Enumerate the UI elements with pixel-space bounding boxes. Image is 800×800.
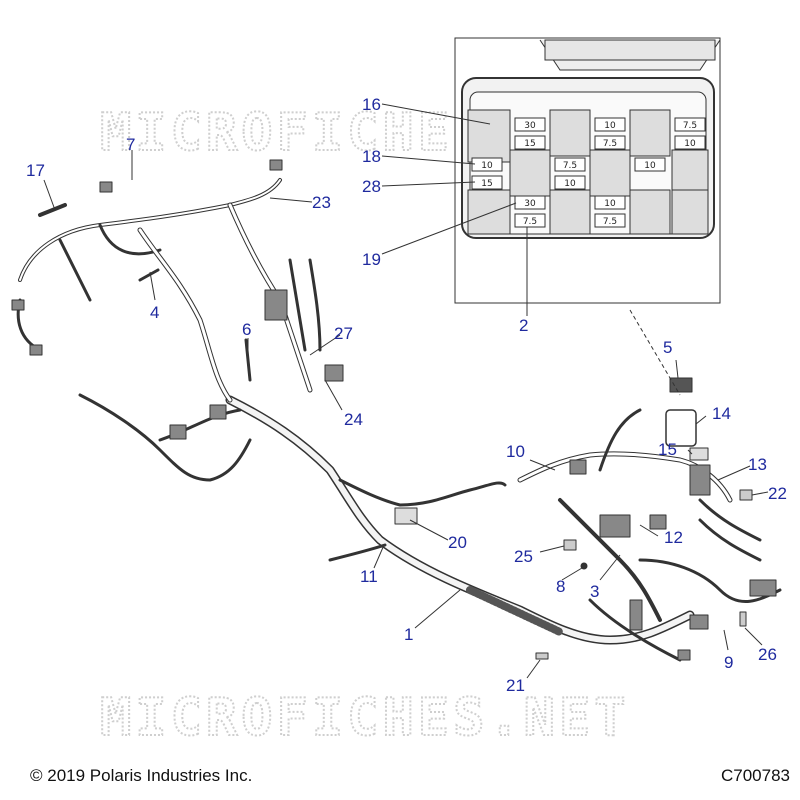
callout-19: 19	[362, 250, 381, 269]
callout-5: 5	[663, 338, 672, 357]
fuse-rating: 10	[481, 161, 493, 171]
callouts: 1 2 3 4 5 6 7 8 9 10 11 12 13 14 15 16 1…	[26, 95, 787, 695]
callout-24: 24	[344, 410, 363, 429]
callout-23: 23	[312, 193, 331, 212]
fuse-rating: 10	[684, 139, 696, 149]
fuse-rating: 10	[604, 121, 616, 131]
fuse-rating: 7.5	[603, 139, 617, 149]
callout-7: 7	[126, 135, 135, 154]
callout-4: 4	[150, 303, 159, 322]
callout-20: 20	[448, 533, 467, 552]
callout-9: 9	[724, 653, 733, 672]
diagram-code: C700783	[720, 766, 790, 785]
callout-13: 13	[748, 455, 767, 474]
fuse-rating: 30	[524, 121, 536, 131]
callout-16: 16	[362, 95, 381, 114]
fuse-rating: 7.5	[523, 217, 537, 227]
callout-14: 14	[712, 404, 731, 423]
callout-25: 25	[514, 547, 533, 566]
fuse-box-inset: 30 15 7.5 10 7.5 10 10 7.5 10 10 15 30 7…	[454, 37, 721, 396]
callout-8: 8	[556, 577, 565, 596]
wiring-harness	[11, 159, 782, 662]
callout-28: 28	[362, 177, 381, 196]
callout-12: 12	[664, 528, 683, 547]
callout-10: 10	[506, 442, 525, 461]
callout-22: 22	[768, 484, 787, 503]
callout-27: 27	[334, 324, 353, 343]
callout-1: 1	[404, 625, 413, 644]
fuse-rating: 10	[644, 161, 656, 171]
copyright-notice: © 2019 Polaris Industries Inc.	[30, 766, 253, 785]
fuse-rating: 10	[604, 199, 616, 209]
callout-26: 26	[758, 645, 777, 664]
fuse-rating: 7.5	[563, 161, 577, 171]
callout-6: 6	[242, 320, 251, 339]
callout-11: 11	[360, 567, 378, 586]
callout-2: 2	[519, 316, 528, 335]
fuse-rating: 10	[564, 179, 576, 189]
callout-21: 21	[506, 676, 525, 695]
fuse-rating: 15	[524, 139, 535, 149]
watermark-bottom: MICROFICHES.NET	[100, 688, 630, 748]
fuse-rating: 7.5	[683, 121, 697, 131]
fuse-rating: 15	[481, 179, 492, 189]
fuse-rating: 30	[524, 199, 536, 209]
callout-17: 17	[26, 161, 45, 180]
callout-18: 18	[362, 147, 381, 166]
callout-15: 15	[658, 440, 677, 459]
leader-lines	[43, 103, 769, 679]
callout-3: 3	[590, 582, 599, 601]
fuse-rating: 7.5	[603, 217, 617, 227]
